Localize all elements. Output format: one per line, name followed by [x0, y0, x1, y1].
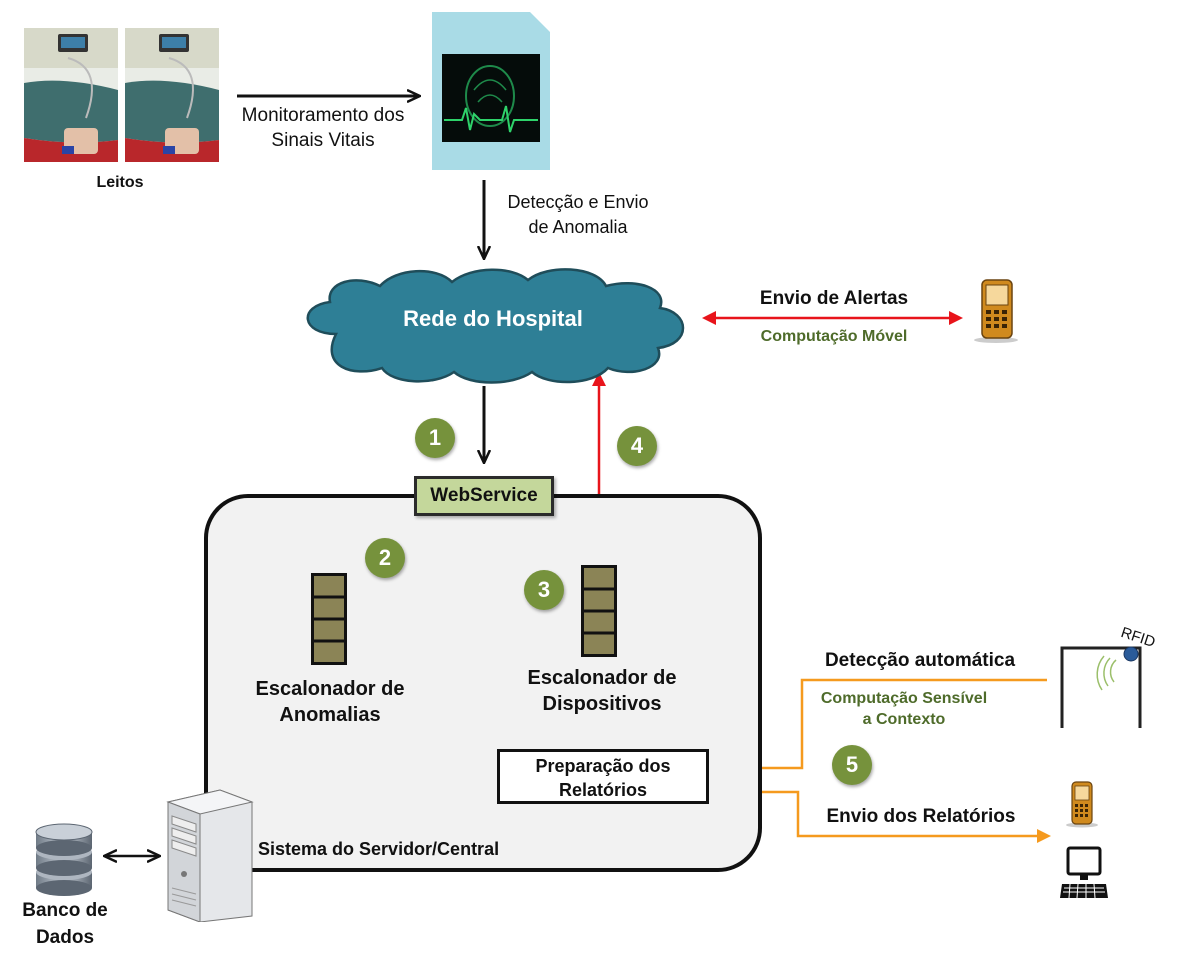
anomaly-scheduler-queue: [311, 573, 347, 665]
bed-photo-icon: [24, 28, 118, 162]
alerts-label: Envio de Alertas: [759, 288, 909, 309]
hospital-network-cloud: Rede do Hospital: [296, 264, 690, 386]
database-label: Banco de Dados: [22, 900, 108, 948]
step-2-badge: 2: [365, 538, 405, 578]
server-system-box: [204, 494, 762, 872]
context-computing-label: Computação Sensível a Contexto: [820, 690, 988, 728]
database-icon: [35, 823, 93, 896]
database: [33, 822, 95, 898]
mobile-phone-icon: [974, 279, 1018, 343]
device-scheduler-label: Escalonador de Dispositivos: [527, 667, 677, 715]
vital-monitor: [432, 12, 550, 170]
bed-photo-icon: [125, 28, 219, 162]
desktop-computer: [1058, 846, 1110, 900]
anomaly-scheduler-label: Escalonador de Anomalias: [255, 678, 405, 726]
mobile-phone-icon: [1066, 781, 1098, 828]
bed-photo-1: [24, 28, 118, 162]
scheduler-queue-icon: [311, 573, 347, 665]
webservice-box[interactable]: WebService: [414, 476, 554, 516]
detection-label: Detecção e Envio de Anomalia: [507, 192, 649, 237]
step-3-badge: 3: [524, 570, 564, 610]
scheduler-queue-icon: [581, 565, 617, 657]
device-scheduler-queue: [581, 565, 617, 657]
mobile-phone: [970, 278, 1022, 344]
auto-detection-label: Detecção automática: [824, 650, 1016, 671]
server-system-label: Sistema do Servidor/Central: [258, 839, 500, 859]
mobile-computing-label: Computação Móvel: [760, 328, 908, 345]
server-tower-icon: [166, 789, 254, 923]
rfid-gate-icon: [1060, 646, 1142, 728]
server-tower: [160, 788, 258, 923]
step-4-badge: 4: [617, 426, 657, 466]
beds-label: Leitos: [96, 174, 144, 191]
desktop-computer-icon: [1060, 846, 1108, 899]
step-5-badge: 5: [832, 745, 872, 785]
reports-phone: [1062, 780, 1102, 828]
vital-monitor-icon: [432, 12, 550, 170]
reports-send-label: Envio dos Relatórios: [826, 806, 1016, 827]
cloud-icon: [306, 268, 685, 384]
reports-prep-box[interactable]: Preparação dos Relatórios: [497, 749, 709, 804]
step-1-badge: 1: [415, 418, 455, 458]
rfid-gate: [1056, 644, 1146, 730]
bed-photo-2: [125, 28, 219, 162]
hospital-network-label: Rede do Hospital: [403, 306, 583, 331]
monitoring-label: Monitoramento dos Sinais Vitais: [241, 105, 405, 151]
